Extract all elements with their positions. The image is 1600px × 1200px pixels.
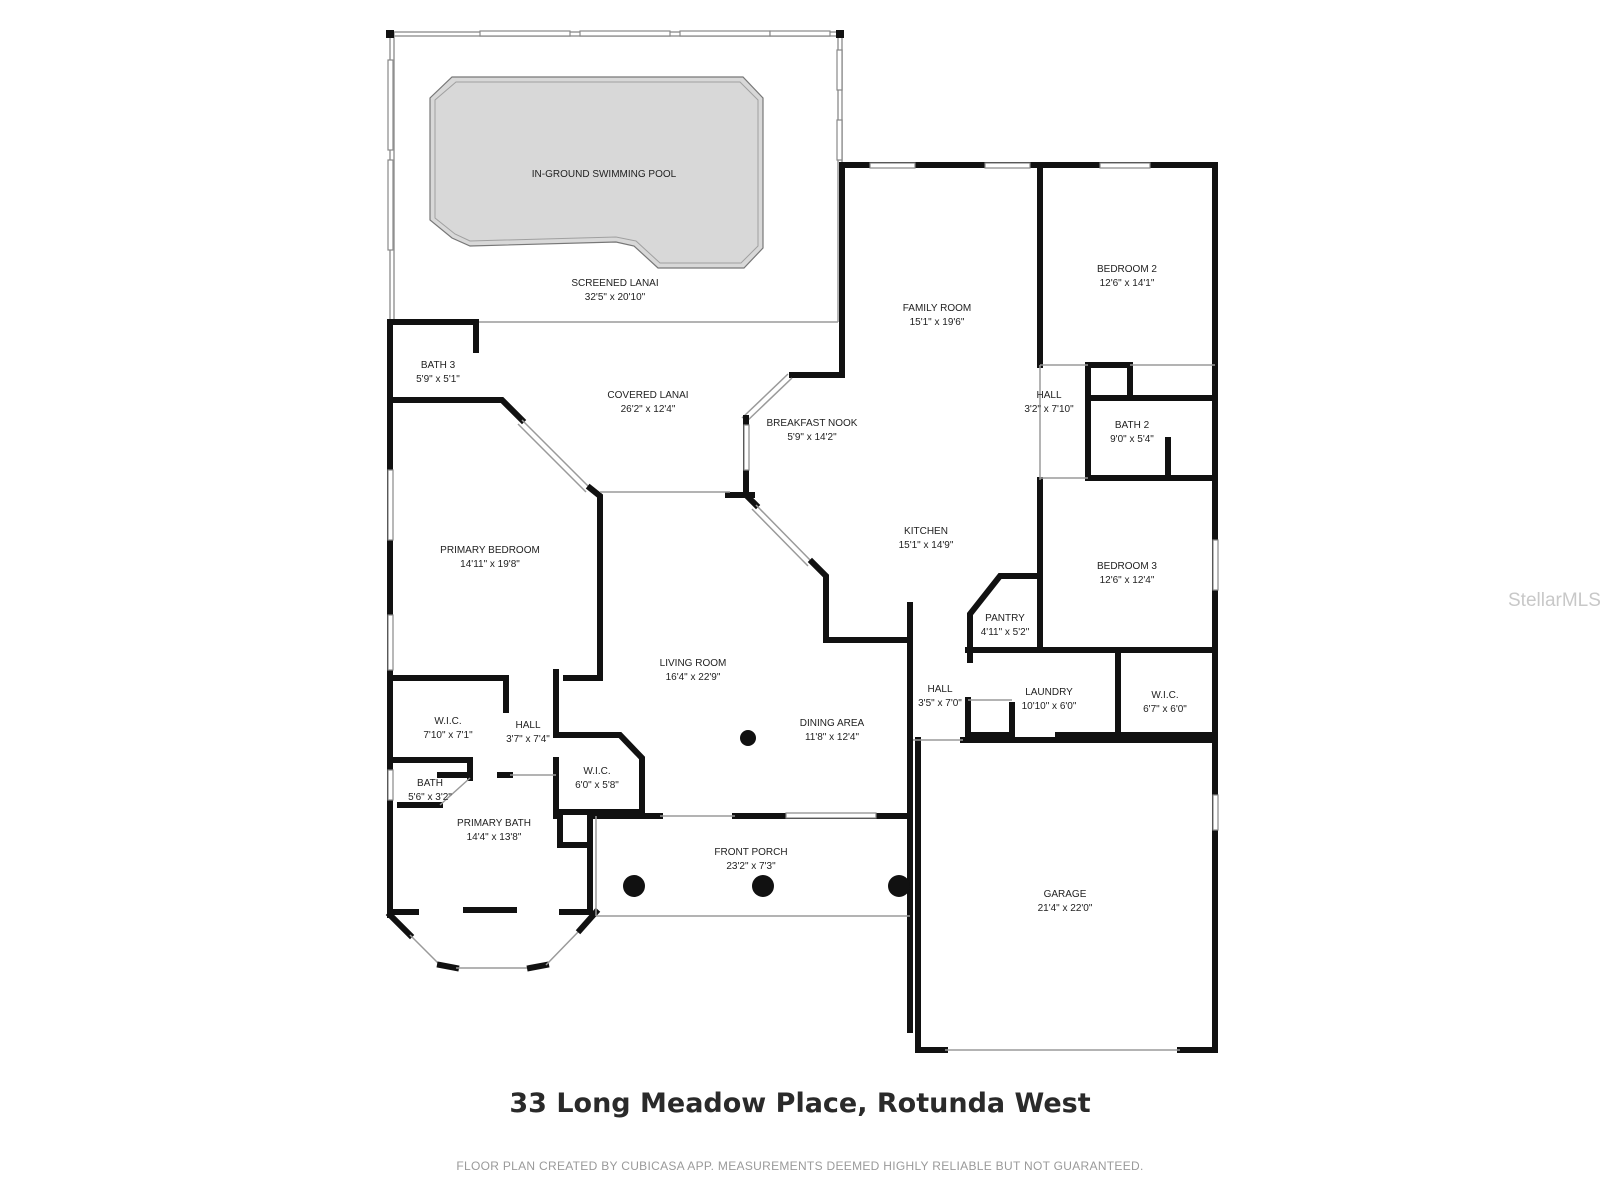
room-dims: 32'5" x 20'10" [585,292,646,303]
room-label: FAMILY ROOM [903,303,972,314]
disclaimer-text: FLOOR PLAN CREATED BY CUBICASA APP. MEAS… [456,1159,1144,1173]
room-label: BEDROOM 3 [1097,561,1157,572]
room-dims: 5'9" x 5'1" [416,374,460,385]
room-dims: 15'1" x 19'6" [910,317,965,328]
porch-column [752,875,774,897]
room-dims: 26'2" x 12'4" [621,404,676,415]
room-dims: 9'0" x 5'4" [1110,434,1154,445]
room-label: BATH 2 [1115,420,1150,431]
room-label: HALL [1036,390,1061,401]
room-label: BEDROOM 2 [1097,264,1157,275]
room-dims: 3'7" x 7'4" [506,734,550,745]
room-label: PRIMARY BEDROOM [440,545,540,556]
room-label: BATH 3 [421,360,456,371]
room-label: BATH [417,778,443,789]
room-dims: 3'5" x 7'0" [918,698,962,709]
room-dims: 12'6" x 12'4" [1100,575,1155,586]
porch-column [888,875,910,897]
room-label: W.I.C. [583,766,610,777]
porch-column [623,875,645,897]
room-dims: 23'2" x 7'3" [726,861,776,872]
room-dims: 15'1" x 14'9" [899,540,954,551]
room-dims: 5'9" x 14'2" [787,432,837,443]
living-room-column [740,730,756,746]
room-dims: 5'6" x 3'2" [408,792,452,803]
room-label: LAUNDRY [1025,687,1073,698]
room-dims: 16'4" x 22'9" [666,672,721,683]
room-label: GARAGE [1044,889,1087,900]
room-dims: 4'11" x 5'2" [981,627,1030,638]
room-label: COVERED LANAI [607,390,688,401]
room-dims: 10'10" x 6'0" [1022,701,1077,712]
room-label: DINING AREA [800,718,865,729]
room-label: HALL [515,720,540,731]
room-dims: 21'4" x 22'0" [1038,903,1093,914]
room-dims: 14'4" x 13'8" [467,832,522,843]
room-label: KITCHEN [904,526,948,537]
room-dims: 6'7" x 6'0" [1143,704,1187,715]
room-label: BREAKFAST NOOK [767,418,858,429]
screened-lanai-enclosure [386,30,844,323]
room-label: HALL [927,684,952,695]
room-label: PANTRY [985,613,1025,624]
room-dims: 14'11" x 19'8" [460,559,520,570]
exterior-walls [385,162,1219,1053]
room-label: SCREENED LANAI [571,278,658,289]
room-dims: 7'10" x 7'1" [423,730,473,741]
room-dims: 12'6" x 14'1" [1100,278,1155,289]
room-label: PRIMARY BATH [457,818,531,829]
room-dims: 3'2" x 7'10" [1024,404,1074,415]
address-title: 33 Long Meadow Place, Rotunda West [509,1088,1091,1119]
swimming-pool [429,76,764,269]
pool-label: IN-GROUND SWIMMING POOL [532,169,677,180]
room-label: FRONT PORCH [714,847,787,858]
room-dims: 6'0" x 5'8" [575,780,619,791]
room-label: LIVING ROOM [660,658,727,669]
watermark: StellarMLS [1508,590,1600,611]
room-label: W.I.C. [434,716,461,727]
room-dims: 11'8" x 12'4" [805,732,860,743]
room-label: W.I.C. [1151,690,1178,701]
